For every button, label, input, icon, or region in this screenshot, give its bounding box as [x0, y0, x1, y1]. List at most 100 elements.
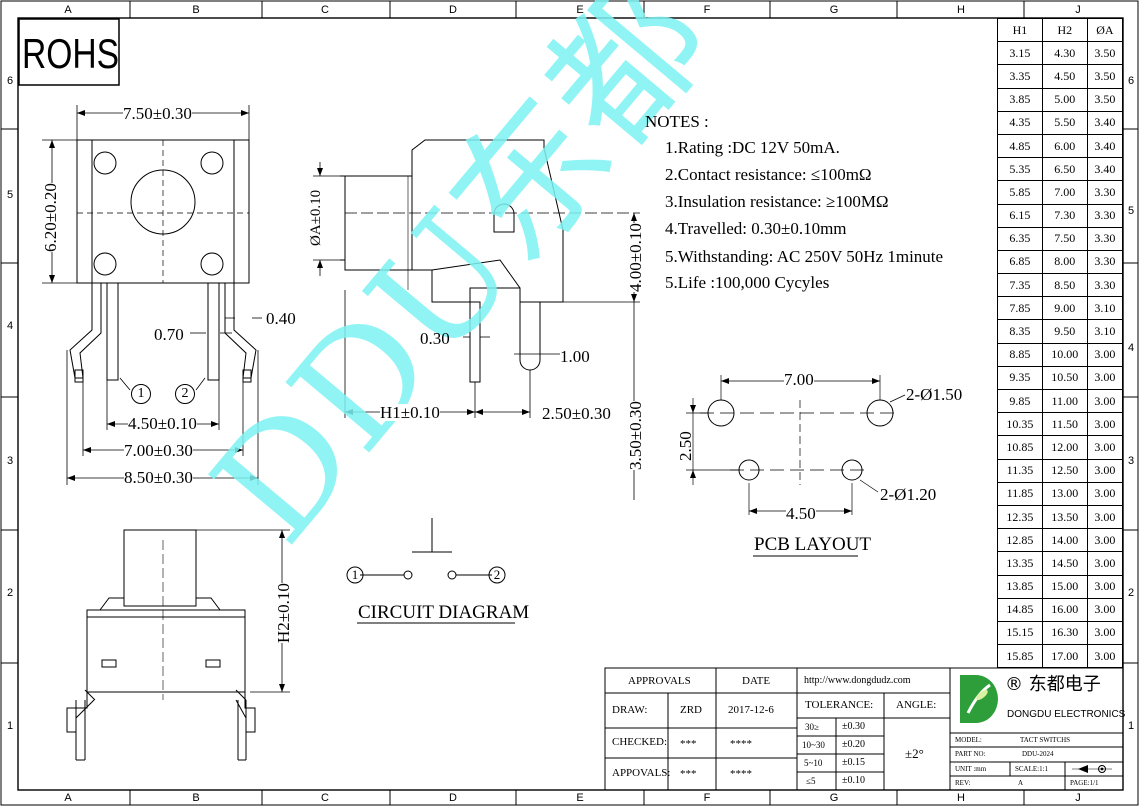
- cell-diameter: 3.00: [1086, 504, 1124, 530]
- side-view-dims: [313, 162, 640, 500]
- zone-row-3-left: 3: [6, 455, 14, 467]
- company-logo: [960, 675, 998, 723]
- cell-diameter: 3.50: [1086, 64, 1124, 89]
- zone-col-g-bottom: G: [829, 792, 839, 804]
- cell-h1: 3.85: [997, 87, 1043, 112]
- cell-h2: 11.50: [1041, 412, 1088, 437]
- cell-h1: 12.35: [997, 504, 1043, 530]
- cell-diameter: 3.00: [1086, 435, 1124, 460]
- zone-col-a-top: A: [64, 4, 72, 16]
- front-pitch-mid-dim: 7.00±0.30: [124, 441, 193, 460]
- cell-h1: 6.85: [997, 249, 1043, 275]
- zone-row-4-right: 4: [1127, 342, 1135, 354]
- projection-symbol-icon: [1072, 765, 1112, 773]
- model-label: MODEL:: [955, 736, 982, 744]
- tolerance-label: TOLERANCE:: [805, 699, 874, 711]
- zone-col-b-bottom: B: [192, 792, 200, 804]
- pcb-dim-side: 2.50: [676, 431, 695, 461]
- front-height-dim: 6.20±0.20: [41, 183, 60, 252]
- cell-diameter: 3.30: [1086, 273, 1124, 298]
- model-value: TACT SWITCHS: [1020, 736, 1071, 744]
- zone-col-f-top: F: [703, 4, 711, 16]
- rev-label: REV:: [955, 779, 971, 787]
- front-pitch-inner-dim: 4.50±0.10: [128, 414, 197, 433]
- cell-h2: 6.50: [1041, 157, 1088, 182]
- front-pin-width-dim: 0.70: [154, 325, 184, 344]
- zone-row-6-right: 6: [1127, 75, 1135, 87]
- cell-h2: 9.00: [1041, 296, 1088, 321]
- website-url: http://www.dongdudz.com: [804, 675, 911, 686]
- cell-diameter: 3.00: [1086, 574, 1124, 599]
- cell-h1: 3.35: [997, 64, 1043, 89]
- date-label: DATE: [742, 675, 771, 687]
- cell-h1: 13.35: [997, 551, 1043, 576]
- company-name-en: DONGDU ELECTRONICS: [1007, 709, 1126, 720]
- cell-h2: 4.50: [1041, 64, 1088, 89]
- zone-col-c-bottom: C: [321, 792, 329, 804]
- front-pitch-outer-dim: 8.50±0.30: [124, 468, 193, 487]
- zone-row-5-right: 5: [1127, 205, 1135, 217]
- front-pin2-label: 2: [175, 384, 195, 404]
- cell-diameter: 3.00: [1086, 365, 1124, 391]
- cell-h1: 3.15: [997, 41, 1043, 66]
- zone-col-a-bottom: A: [64, 792, 72, 804]
- draw-label: DRAW:: [612, 704, 648, 716]
- tol-range-4: ≤5: [806, 776, 816, 786]
- tol-value-3: ±0.15: [842, 757, 865, 768]
- cell-h1: 9.85: [997, 388, 1043, 414]
- cell-h1: 15.15: [997, 620, 1043, 646]
- cell-h2: 14.00: [1041, 528, 1088, 553]
- zone-row-2-left: 2: [6, 587, 14, 599]
- cell-h2: 8.50: [1041, 273, 1088, 298]
- zone-col-j-top: J: [1075, 4, 1081, 16]
- cell-h1: 11.35: [997, 458, 1043, 483]
- rev-value: A: [1018, 779, 1024, 787]
- zone-col-f-bottom: F: [703, 792, 711, 804]
- side-step-dim: 1.00: [560, 347, 590, 366]
- header-h1: H1: [997, 17, 1043, 43]
- zone-col-c-top: C: [321, 4, 329, 16]
- scale-label: SCALE:1:1: [1015, 765, 1049, 773]
- cell-h1: 7.85: [997, 296, 1043, 321]
- cell-h1: 8.35: [997, 319, 1043, 344]
- side-pin-dim: 0.30: [420, 329, 450, 348]
- angle-value: ±2°: [905, 746, 924, 761]
- cell-diameter: 3.10: [1086, 296, 1124, 321]
- rohs-badge: ROHS: [22, 30, 120, 77]
- cell-h2: 7.00: [1041, 180, 1088, 205]
- company-name-cn: ® 东都电子: [1005, 674, 1101, 695]
- bottom-view-outline: [66, 529, 256, 761]
- appovals-date: ****: [730, 768, 752, 780]
- cell-diameter: 3.00: [1086, 551, 1124, 576]
- cell-h1: 7.35: [997, 273, 1043, 298]
- cell-h1: 10.35: [997, 412, 1043, 437]
- draw-date: 2017-12-6: [728, 704, 774, 716]
- cell-h2: 10.50: [1041, 365, 1088, 391]
- pcb-dim-top: 7.00: [784, 370, 814, 389]
- cell-h1: 4.35: [997, 110, 1043, 135]
- cell-h2: 16.00: [1041, 597, 1088, 622]
- tol-range-1: 30≥: [805, 722, 819, 732]
- appovals-label: APPOVALS:: [612, 767, 671, 779]
- circuit-pin2-label: 2: [493, 567, 501, 582]
- angle-label: ANGLE:: [896, 699, 937, 711]
- bottom-h2-dim: H2±0.10: [274, 583, 293, 643]
- zone-row-1-right: 1: [1127, 720, 1135, 732]
- cell-h1: 9.35: [997, 365, 1043, 391]
- cell-diameter: 3.30: [1086, 203, 1124, 228]
- cell-h2: 7.50: [1041, 226, 1088, 251]
